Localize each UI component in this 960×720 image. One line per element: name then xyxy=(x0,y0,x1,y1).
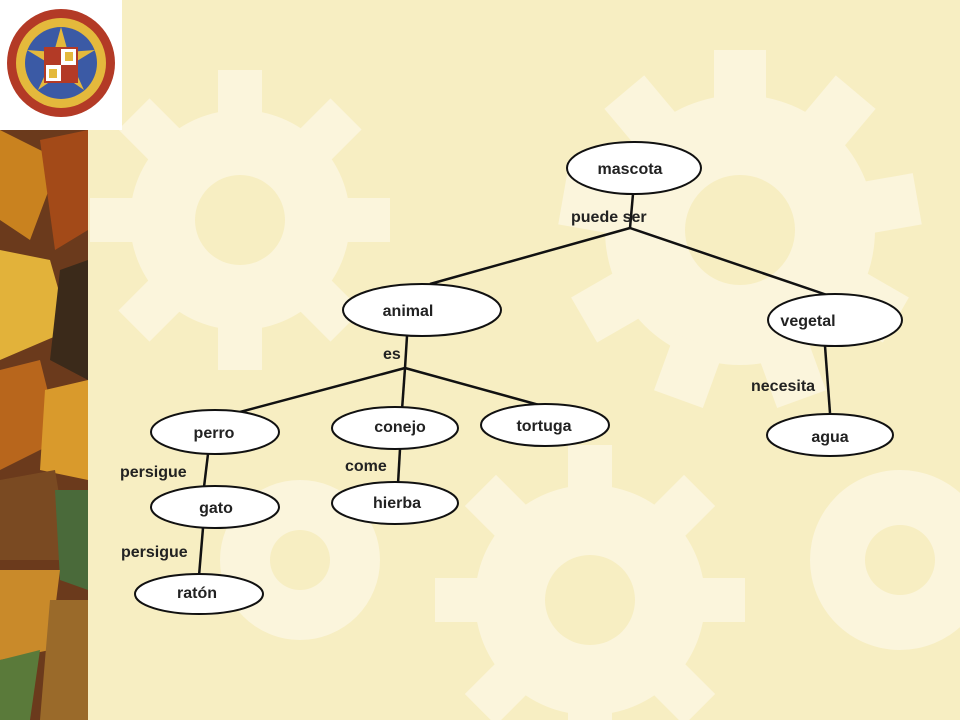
node-label: animal xyxy=(383,303,434,320)
edge-conejo-hierba xyxy=(396,448,402,485)
gear-icon xyxy=(810,470,960,650)
edge-junction-animal xyxy=(429,226,631,286)
node-label: mascota xyxy=(598,161,663,178)
node-perro: perro xyxy=(150,409,280,455)
node-tortuga: tortuga xyxy=(480,403,610,447)
edge-label-come: come xyxy=(345,458,387,475)
node-label: tortuga xyxy=(516,418,571,435)
gear-icon xyxy=(435,445,745,720)
edge-vegetal-agua xyxy=(823,345,832,414)
node-conejo: conejo xyxy=(331,406,459,450)
logo-container xyxy=(0,0,122,130)
node-mascota: mascota xyxy=(566,141,702,195)
node-label: vegetal xyxy=(780,313,835,330)
node-label: gato xyxy=(199,500,233,517)
edge-junction-vegetal xyxy=(629,226,831,298)
node-label: hierba xyxy=(373,495,421,512)
edge-junction-conejo xyxy=(400,367,407,411)
edge-label-puede-ser: puede ser xyxy=(571,209,647,226)
university-seal-icon xyxy=(7,9,115,117)
node-raton: ratón xyxy=(134,573,264,615)
edge-perro-gato xyxy=(202,453,210,488)
node-label: ratón xyxy=(177,585,217,602)
edge-label-necesita: necesita xyxy=(751,378,815,395)
edge-animal-junction xyxy=(403,335,409,369)
edge-label-es: es xyxy=(383,346,401,363)
edge-label-persigue-2: persigue xyxy=(121,544,188,561)
node-gato: gato xyxy=(150,485,280,529)
node-agua: agua xyxy=(766,413,894,457)
gear-icon xyxy=(90,70,390,370)
node-label: conejo xyxy=(374,419,426,436)
node-animal: animal xyxy=(342,283,502,337)
edge-mascota-junction xyxy=(628,193,635,229)
gear-icon xyxy=(558,50,922,409)
node-vegetal: vegetal xyxy=(767,293,903,347)
node-label: agua xyxy=(811,429,848,446)
edge-junction-tortuga xyxy=(404,366,551,410)
node-label: perro xyxy=(194,425,235,442)
node-hierba: hierba xyxy=(331,481,459,525)
edge-label-persigue-1: persigue xyxy=(120,464,187,481)
edge-gato-raton xyxy=(197,527,205,577)
edge-junction-perro xyxy=(239,366,406,414)
